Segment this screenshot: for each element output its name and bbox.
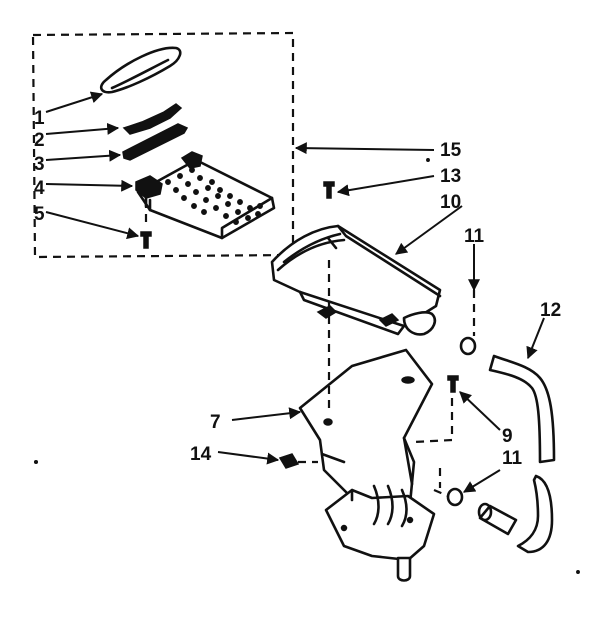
leader-lines	[45, 91, 545, 493]
label-5: 5	[34, 204, 45, 225]
tray-holes	[165, 167, 263, 225]
part-11-oring-upper	[459, 336, 477, 356]
part-9-screw	[447, 375, 459, 393]
label-2: 2	[34, 130, 45, 151]
label-7: 7	[210, 412, 221, 433]
part-12-hose	[488, 354, 556, 554]
speck	[33, 459, 39, 465]
label-10: 10	[440, 192, 461, 213]
part-13-screw	[323, 181, 335, 199]
label-4: 4	[34, 178, 45, 199]
part-3-bar	[122, 123, 189, 161]
label-13: 13	[440, 166, 461, 187]
part-11-oring-lower	[446, 487, 464, 507]
label-9: 9	[502, 426, 513, 447]
part-1-cover	[99, 46, 182, 94]
speck	[426, 158, 430, 162]
alignment-lines	[144, 200, 476, 498]
part-14-clip	[278, 453, 300, 469]
label-14: 14	[190, 444, 212, 465]
label-11-upper: 11	[464, 226, 485, 247]
speck	[576, 570, 580, 574]
part-2-lever	[122, 103, 183, 135]
tube-fitting	[477, 502, 518, 536]
label-12: 12	[540, 300, 561, 321]
part-7-bracket	[298, 348, 436, 582]
part-5-screw	[140, 231, 152, 249]
part-4-grid-tray	[135, 151, 276, 240]
label-15: 15	[440, 140, 462, 161]
label-11-lower: 11	[502, 448, 523, 469]
label-1: 1	[34, 108, 45, 129]
label-3: 3	[34, 154, 45, 175]
part-10-housing	[270, 224, 442, 336]
